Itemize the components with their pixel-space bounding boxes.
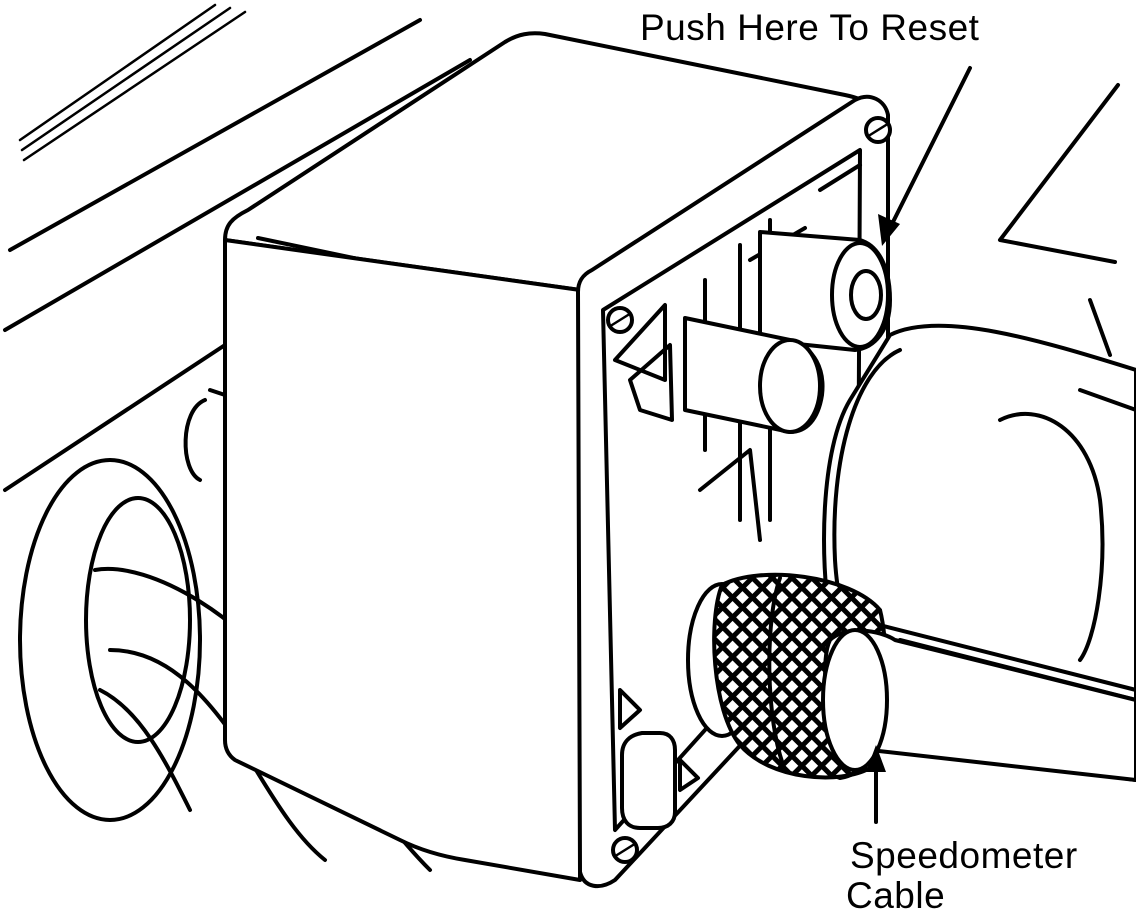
cable-arrow — [866, 745, 886, 824]
secondary-shaft — [683, 316, 825, 434]
cable-label-line1: Speedometer — [850, 835, 1078, 876]
grommet — [18, 388, 227, 822]
reset-label: Push Here To Reset — [640, 7, 980, 48]
reset-arrow — [878, 66, 972, 246]
bracket-outline — [998, 83, 1120, 357]
cable-label-line2: Cable — [846, 875, 946, 916]
reset-button — [758, 230, 892, 352]
dashboard-edge-lines — [3, 3, 472, 492]
speedometer-cable — [686, 572, 1136, 782]
sensor-housing — [223, 31, 892, 889]
